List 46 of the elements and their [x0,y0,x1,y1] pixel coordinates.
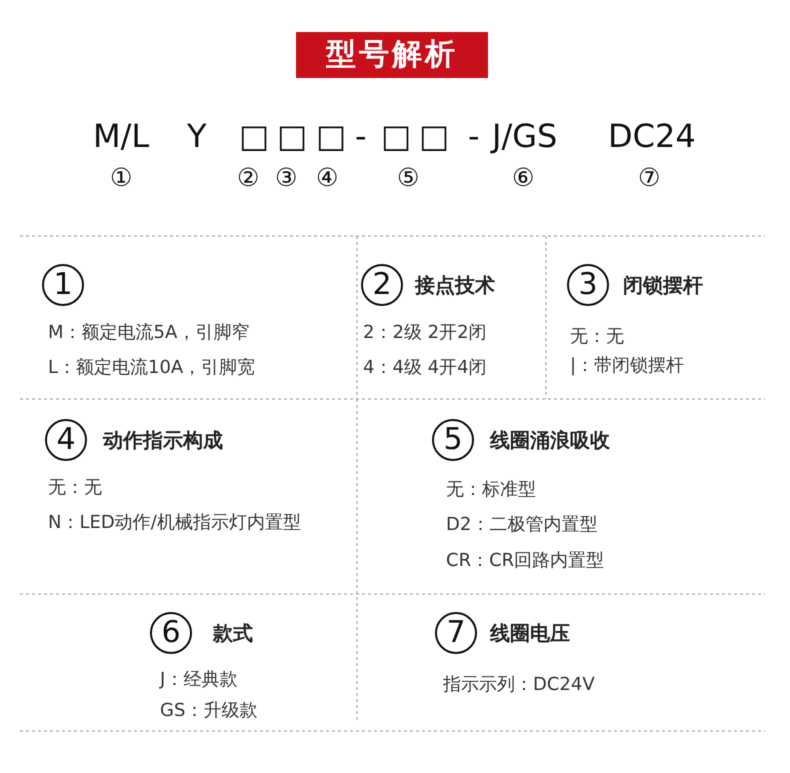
section-heading: 接点技术 [415,272,495,298]
section-heading: 款式 [213,620,253,646]
section-heading: 动作指示构成 [103,427,223,453]
callout-number: ③ [275,163,298,193]
option-text: 无：无 [570,325,624,349]
model-code-part: □ [316,116,346,156]
option-text: CR：CR回路内置型 [446,549,604,573]
number-circle: 3 [567,264,609,306]
option-text: J：经典款 [160,668,238,692]
option-text: L：额定电流10A，引脚宽 [48,356,256,380]
model-code-part: J/GS [492,116,558,156]
model-code-part: □ [277,116,308,156]
option-text: 2：2级 2开2闭 [363,321,487,345]
option-text: D2：二极管内置型 [446,513,598,537]
section-heading: 线圈电压 [490,620,570,646]
title-banner: 型号解析 [296,32,488,78]
option-text: |：带闭锁摆杆 [570,354,684,378]
section-heading: 闭锁摆杆 [623,272,703,298]
callout-number: ① [110,163,132,193]
model-code-part: - [355,116,367,156]
option-text: 4：4级 4开4闭 [363,356,487,380]
callout-number: ⑤ [397,163,420,193]
model-code-part: M/L [93,116,150,156]
number-circle: 2 [361,264,403,306]
option-text: 指示示列：DC24V [443,673,595,697]
number-circle: 5 [432,419,474,461]
model-code-part: Y [187,116,207,156]
option-text: 无：标准型 [446,478,536,502]
model-code-part: □ [381,116,412,156]
callout-number: ④ [316,163,338,193]
number-circle: 7 [435,612,477,654]
callout-number: ② [237,163,260,193]
option-text: GS：升级款 [160,699,258,723]
model-code-part: DC24 [608,116,696,156]
model-code-part: □ [239,116,270,156]
number-circle: 1 [42,264,84,306]
number-circle: 4 [45,419,87,461]
section-heading: 线圈涌浪吸收 [490,427,610,453]
option-text: N：LED动作/机械指示灯内置型 [48,511,301,535]
model-code-part: □ [419,116,450,156]
number-circle: 6 [150,612,192,654]
callout-number: ⑥ [512,163,534,193]
option-text: M：额定电流5A，引脚窄 [48,321,250,345]
callout-number: ⑦ [638,163,660,193]
option-text: 无：无 [48,476,102,500]
model-code-part: - [468,116,480,156]
